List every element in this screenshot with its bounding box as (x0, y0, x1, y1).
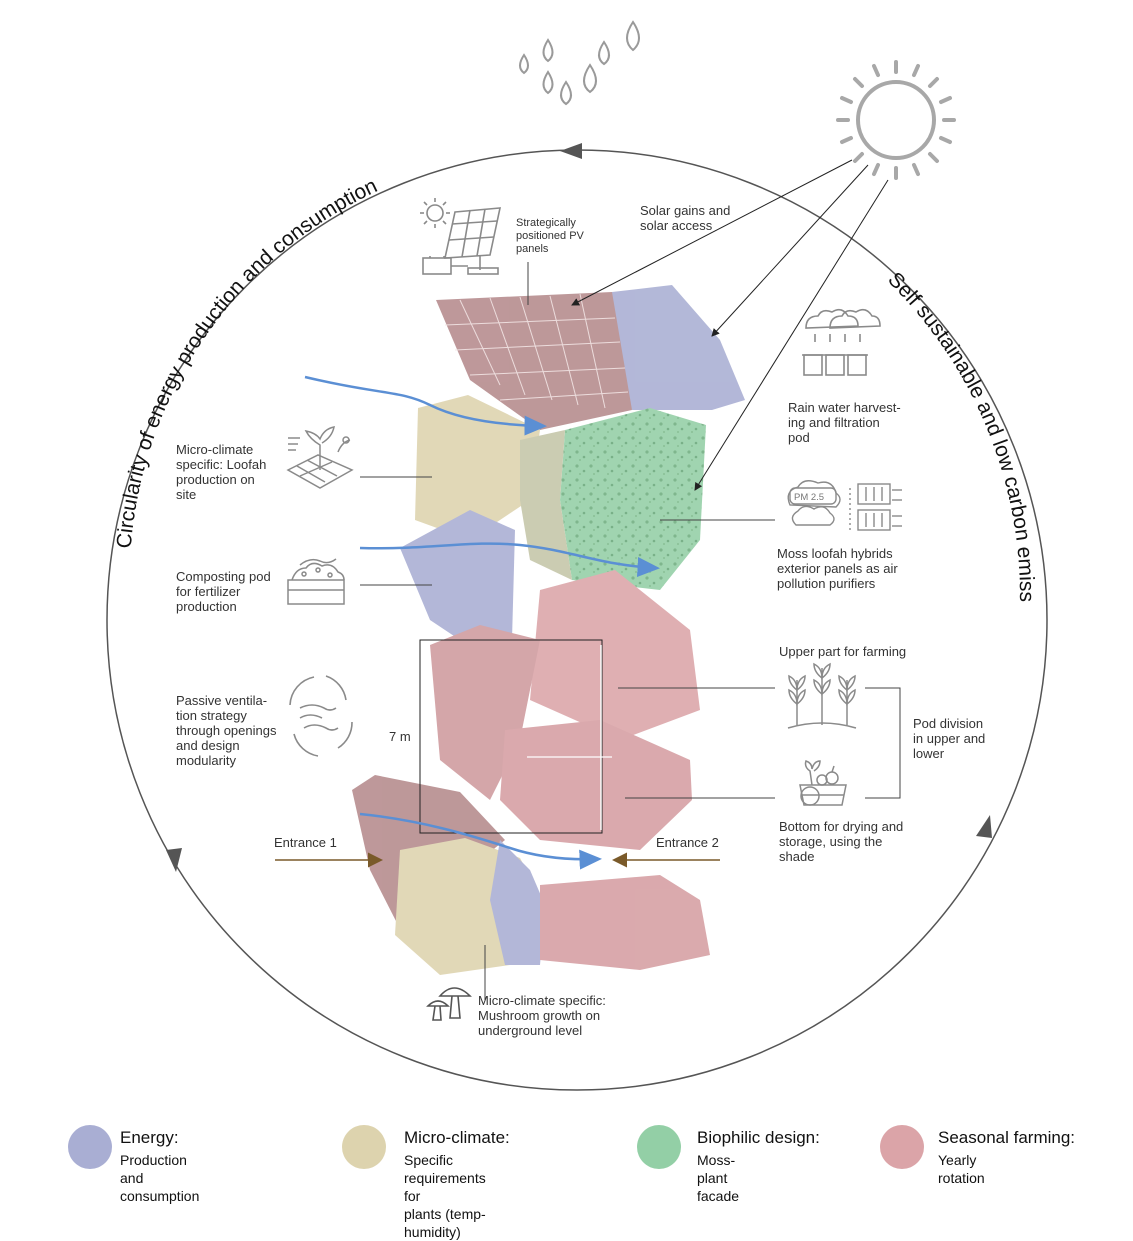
airflow-arrow-mid (359, 542, 660, 578)
cycle-arrow-top (560, 143, 582, 159)
legend-subtitle: Yearly rotation (938, 1152, 985, 1186)
legend-subtitle: Specific requirements for plants (temp-h… (404, 1152, 486, 1240)
label-pod-division: Pod division in upper and lower (913, 716, 986, 761)
legend-dot-microclimate (342, 1125, 386, 1169)
pod-pv-roof (436, 292, 632, 430)
pod-farming-upper (530, 570, 700, 740)
pod-base-right (540, 875, 710, 970)
label-height: 7 m (389, 729, 411, 744)
label-bottom-storage: Bottom for drying and storage, using the… (779, 819, 904, 864)
air-purifier-icon (787, 480, 902, 531)
label-moss: Moss loofah hybrids exterior panels as a… (777, 546, 898, 591)
pod-biophilic-moss-side (520, 430, 572, 580)
ventilation-icon (289, 675, 353, 757)
cycle-arrow-left (166, 848, 182, 872)
pod-compost (400, 510, 515, 650)
pv-grid (444, 293, 629, 409)
height-dimension-box (419, 639, 603, 834)
legend-title: Micro-climate: (404, 1128, 510, 1147)
loofah-plant-icon (286, 426, 354, 489)
leader-lines (360, 262, 901, 1000)
label-compost: Composting pod for fertilizer production (176, 569, 271, 614)
pod-mushroom-energy (490, 840, 545, 965)
pod-structure (352, 285, 745, 975)
label-solar-gains: Solar gains and solar access (640, 203, 731, 233)
label-ventilation: Passive ventila- tion strategy through o… (176, 693, 277, 768)
label-rain-harvest: Rain water harvest- ing and filtration p… (788, 400, 901, 445)
pm-label: PM 2.5 (794, 492, 824, 503)
rain-harvest-icon (802, 308, 881, 376)
legend-subtitle: Moss-plant facade (697, 1152, 740, 1204)
pod-farming-upper-left (430, 625, 540, 800)
raindrop-icon (519, 20, 640, 106)
solar-ray-lines (571, 159, 889, 491)
cycle-arrow-right (976, 815, 992, 838)
legend-title: Energy: (120, 1128, 179, 1147)
vegetable-basket-icon (799, 760, 847, 806)
label-entrance1: Entrance 1 (274, 835, 337, 850)
compost-icon (287, 558, 345, 605)
legend-dot-biophilic (637, 1125, 681, 1169)
label-loofah: Micro-climate specific: Loofah productio… (176, 442, 267, 502)
pod-energy-top (612, 285, 745, 410)
diagram-canvas: Circularity of energy production and con… (0, 0, 1076, 1240)
legend-dot-energy (68, 1125, 112, 1169)
legend-title: Biophilic design: (697, 1128, 820, 1147)
airflow-arrow-bottom (359, 812, 602, 870)
legend-dot-farming (880, 1125, 924, 1169)
airflow-arrow-top (304, 375, 547, 436)
label-entrance2: Entrance 2 (656, 835, 719, 850)
solar-panel-icon (420, 198, 502, 275)
label-upper-farming: Upper part for farming (779, 644, 907, 659)
pod-microclimate-loofah (415, 395, 540, 540)
label-pv-panels: Strategically positioned PV panels (516, 217, 584, 255)
legend-subtitle: Production and consumption (120, 1152, 200, 1204)
sun-icon (836, 60, 956, 180)
wheat-icon (787, 662, 857, 729)
diagram-svg: Circularity of energy production and con… (0, 0, 1048, 1091)
pod-biophilic-moss (560, 408, 706, 590)
legend-title: Seasonal farming: (938, 1128, 1076, 1147)
label-mushroom: Micro-climate specific: Mushroom growth … (478, 993, 606, 1038)
pod-farming-lower (500, 720, 692, 850)
mushroom-icon (426, 987, 472, 1021)
